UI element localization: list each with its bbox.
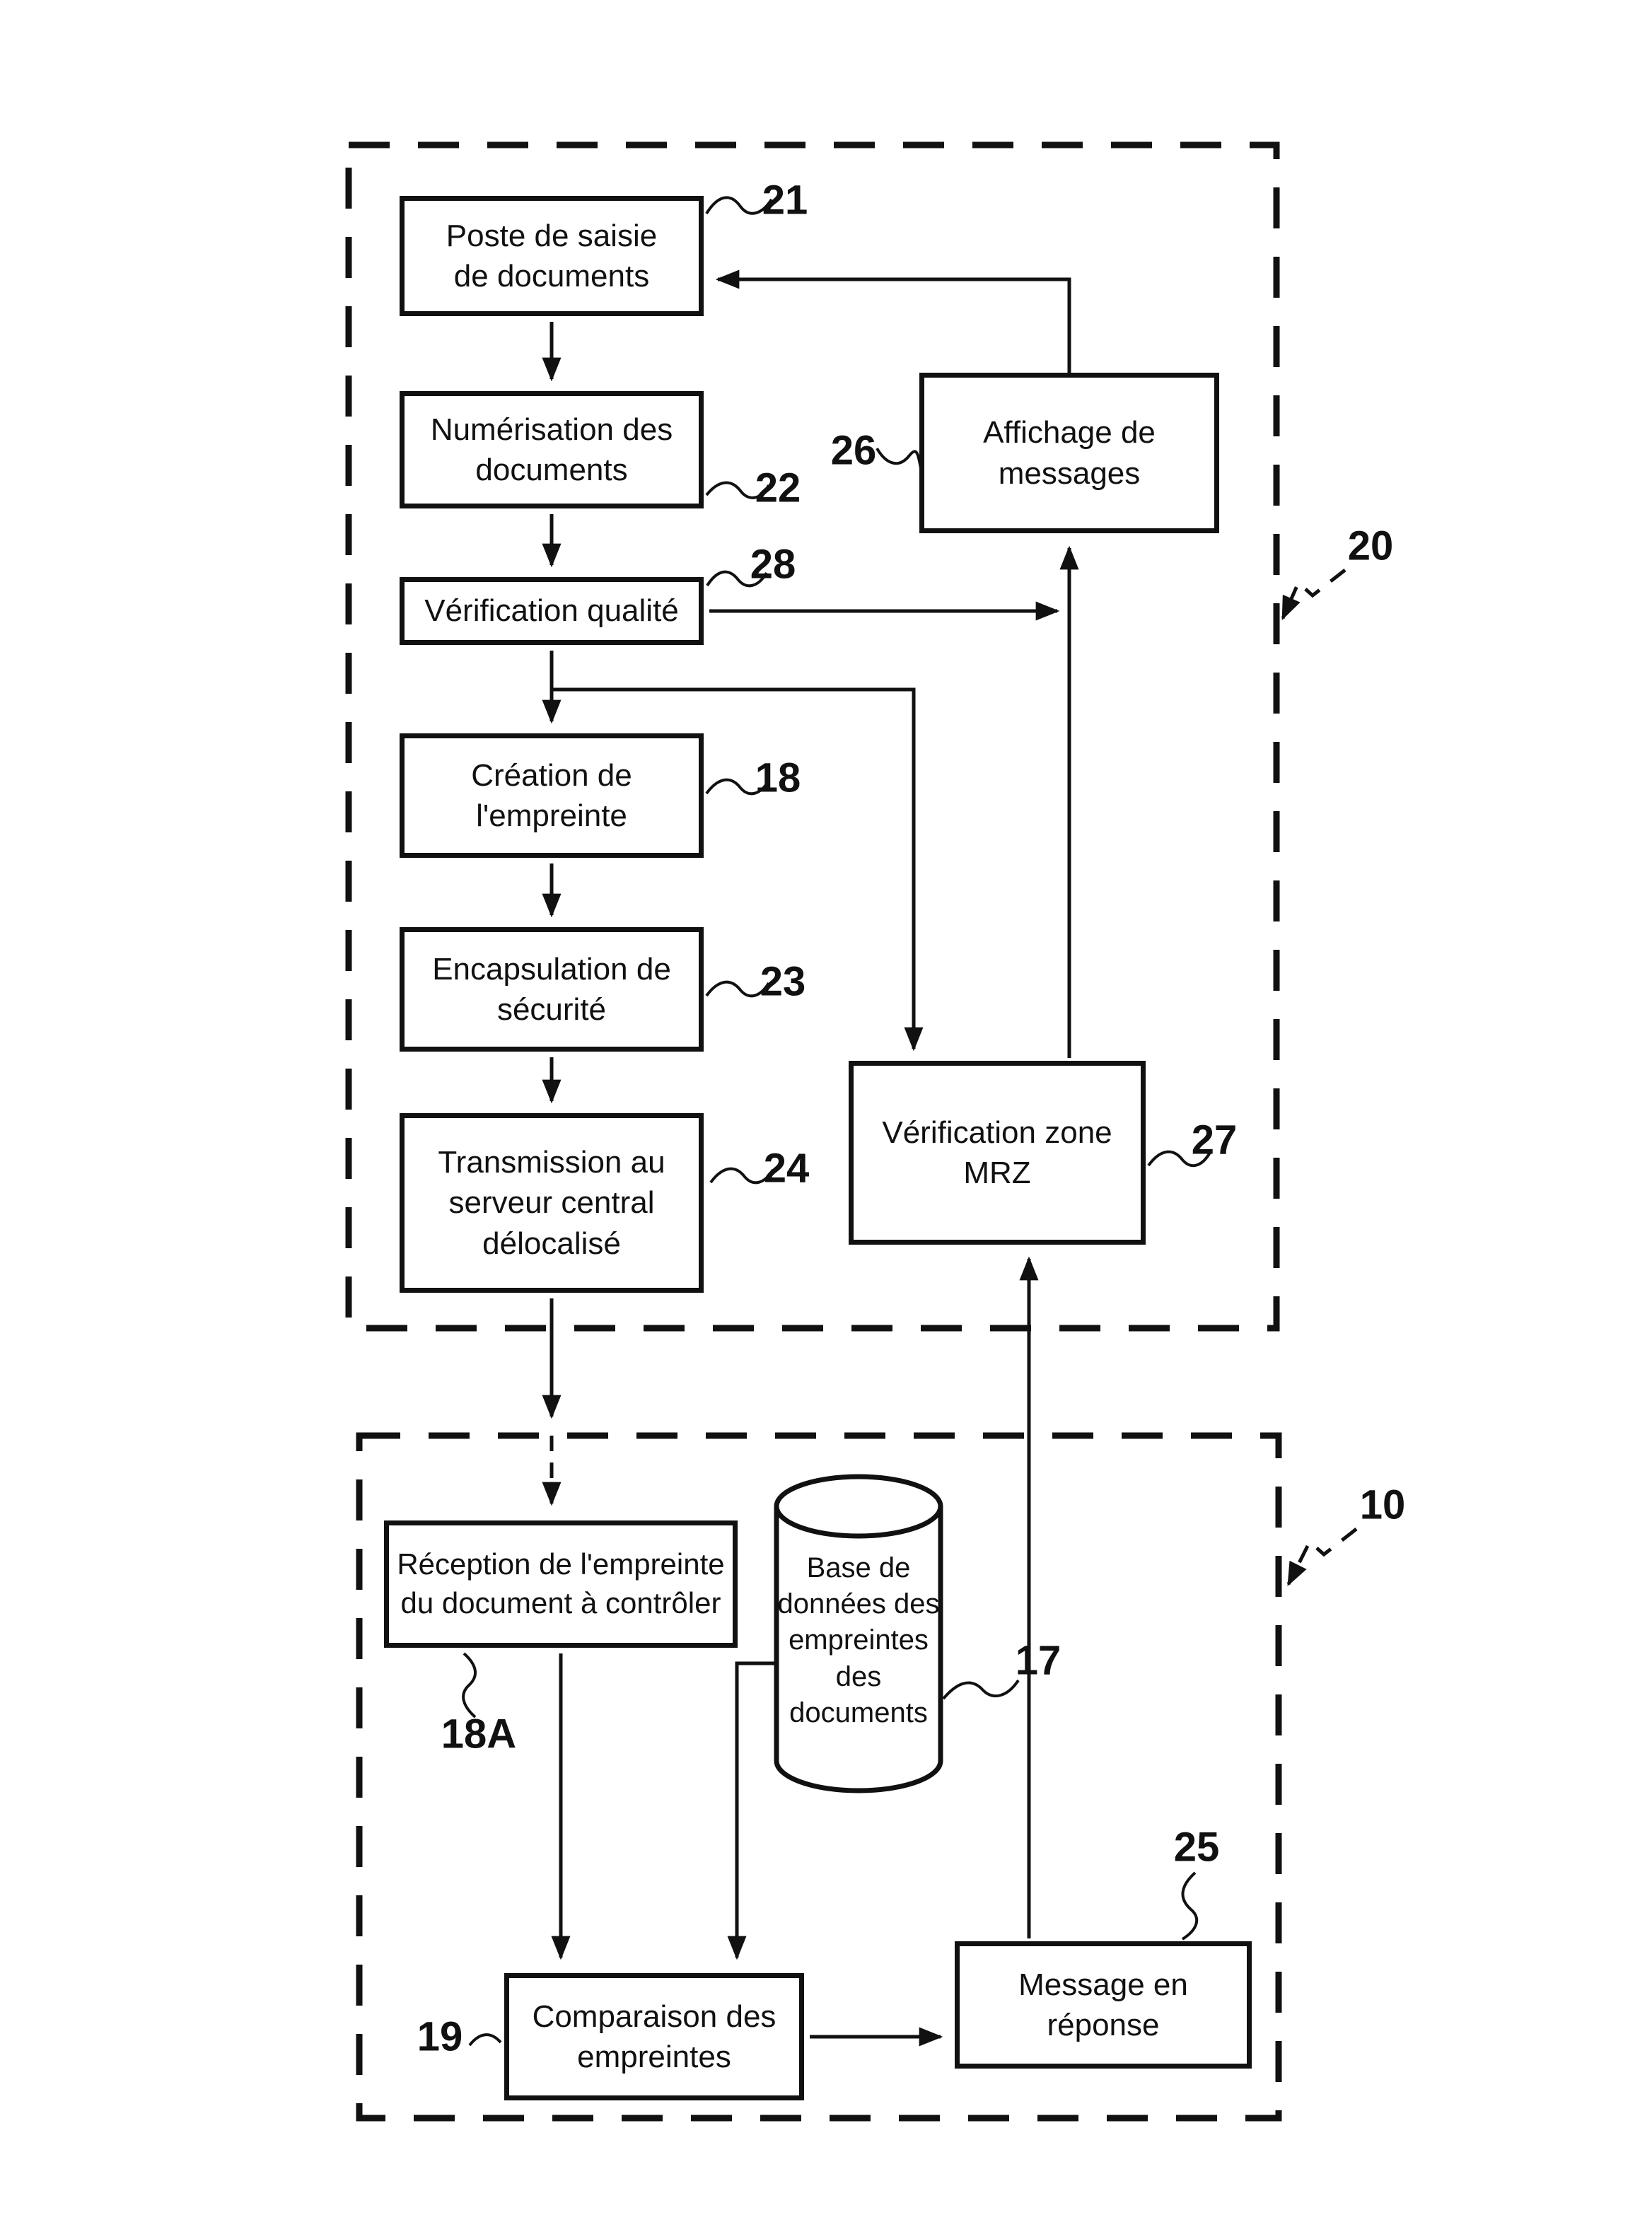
ref-label-20: 20 <box>1347 523 1394 569</box>
node-verification-zone-mrz: Vérification zone MRZ <box>849 1061 1146 1245</box>
squiggle-ref-25 <box>1181 1871 1199 1941</box>
node-comparaison-empreintes: Comparaison des empreintes <box>504 1973 804 2100</box>
node-reception-empreinte: Réception de l'empreinte du document à c… <box>384 1520 738 1648</box>
database-cylinder-top <box>774 1474 943 1539</box>
ref-label-27: 27 <box>1191 1117 1238 1163</box>
ref-label-19: 19 <box>417 2013 463 2060</box>
squiggle-ref-18A <box>462 1652 477 1718</box>
ref-label-23: 23 <box>760 958 806 1005</box>
squiggle-ref-21 <box>705 196 773 215</box>
node-numerisation: Numérisation des documents <box>400 391 704 508</box>
ref-label-21: 21 <box>762 177 808 223</box>
arrow-affichage-to-poste <box>715 269 1071 376</box>
node-affichage-messages: Affichage de messages <box>919 373 1219 533</box>
squiggle-ref-27 <box>1147 1150 1212 1168</box>
ref-label-18: 18 <box>755 755 801 801</box>
ref-label-22: 22 <box>755 465 801 511</box>
node-base-donnees-label: Base de données des empreintes des docum… <box>777 1552 940 1728</box>
node-message-reponse: Message en réponse <box>955 1941 1252 2069</box>
region-20-border <box>345 141 1280 1332</box>
node-encapsulation-securite: Encapsulation de sécurité <box>400 927 704 1052</box>
arrow-base-to-comparaison <box>727 1661 776 1960</box>
ref-label-18A: 18A <box>441 1711 517 1757</box>
arrow-branch-to-verif-mrz <box>552 687 924 1052</box>
node-poste-de-saisie: Poste de saisie de documents <box>400 196 704 316</box>
region-10-border <box>356 1432 1282 2122</box>
node-verification-qualite: Vérification qualité <box>400 577 704 645</box>
ref-label-26: 26 <box>830 427 877 474</box>
squiggle-ref-22 <box>705 481 770 499</box>
squiggle-ref-19 <box>468 2033 502 2047</box>
ref-label-17: 17 <box>1015 1637 1061 1684</box>
ref-label-10: 10 <box>1359 1482 1406 1528</box>
squiggle-ref-26 <box>876 447 922 469</box>
squiggle-ref-24 <box>709 1167 774 1185</box>
leader-arrow-ref-20 <box>1281 569 1346 621</box>
leader-arrow-ref-10 <box>1286 1528 1358 1587</box>
squiggle-ref-18 <box>705 778 770 796</box>
node-transmission-serveur: Transmission au serveur central délocali… <box>400 1113 704 1293</box>
database-cylinder <box>774 1474 943 1793</box>
database-cylinder-body <box>774 1506 943 1793</box>
ref-label-24: 24 <box>763 1145 810 1192</box>
ref-label-25: 25 <box>1173 1824 1220 1871</box>
squiggle-ref-28 <box>706 570 768 588</box>
ref-label-28: 28 <box>750 541 796 588</box>
node-creation-empreinte: Création de l'empreinte <box>400 733 704 858</box>
squiggle-ref-17 <box>942 1679 1020 1700</box>
squiggle-ref-23 <box>705 980 770 998</box>
